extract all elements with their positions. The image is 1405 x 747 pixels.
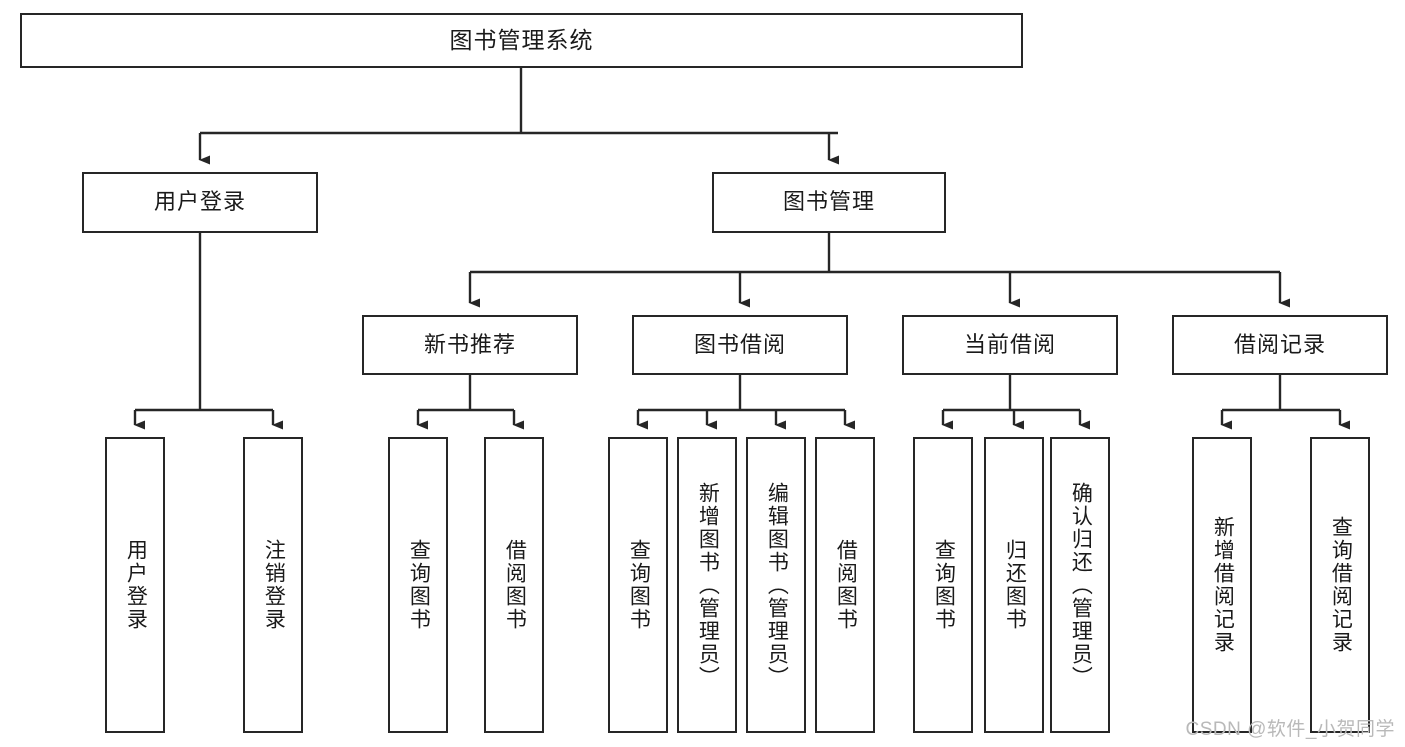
watermark-text: CSDN @软件_小贺同学: [1185, 719, 1395, 740]
leaf-node-edit-book-admin[interactable]: 编辑图书（管理员）: [746, 437, 806, 733]
node-borrowing-records[interactable]: 借阅记录: [1172, 315, 1388, 375]
node-label: 用户登录: [153, 189, 246, 215]
node-label: 借阅图书: [503, 539, 527, 631]
node-label: 新增图书（管理员）: [696, 481, 720, 689]
node-label: 注销登录: [262, 539, 286, 631]
node-label: 图书借阅: [693, 331, 786, 357]
leaf-node-borrow-book-borrowing[interactable]: 借阅图书: [815, 437, 875, 733]
node-label: 查询借阅记录: [1329, 516, 1353, 654]
node-label: 归还图书: [1003, 539, 1027, 631]
node-current-borrowing[interactable]: 当前借阅: [902, 315, 1118, 375]
node-new-book-recommendation[interactable]: 新书推荐: [362, 315, 578, 375]
node-label: 新书推荐: [423, 331, 516, 357]
leaf-node-return-book[interactable]: 归还图书: [984, 437, 1044, 733]
node-label: 查询图书: [932, 539, 956, 631]
node-label: 查询图书: [627, 539, 651, 631]
leaf-node-query-borrow-record[interactable]: 查询借阅记录: [1310, 437, 1370, 733]
node-label: 用户登录: [124, 539, 148, 631]
node-book-borrowing[interactable]: 图书借阅: [632, 315, 848, 375]
node-label: 当前借阅: [963, 331, 1056, 357]
leaf-node-query-book-newbook[interactable]: 查询图书: [388, 437, 448, 733]
leaf-node-query-book-borrowing[interactable]: 查询图书: [608, 437, 668, 733]
node-label: 借阅图书: [834, 539, 858, 631]
node-label: 确认归还（管理员）: [1069, 481, 1093, 689]
node-root-book-management-system[interactable]: 图书管理系统: [20, 13, 1023, 68]
node-label: 编辑图书（管理员）: [765, 481, 789, 689]
leaf-node-user-login[interactable]: 用户登录: [105, 437, 165, 733]
leaf-node-borrow-book-newbook[interactable]: 借阅图书: [484, 437, 544, 733]
node-label: 查询图书: [407, 539, 431, 631]
node-user-login[interactable]: 用户登录: [82, 172, 318, 233]
leaf-node-confirm-return-admin[interactable]: 确认归还（管理员）: [1050, 437, 1110, 733]
node-book-management[interactable]: 图书管理: [712, 172, 946, 233]
leaf-node-add-book-admin[interactable]: 新增图书（管理员）: [677, 437, 737, 733]
node-label: 新增借阅记录: [1211, 516, 1235, 654]
leaf-node-logout[interactable]: 注销登录: [243, 437, 303, 733]
leaf-node-query-book-current[interactable]: 查询图书: [913, 437, 973, 733]
node-label: 图书管理: [782, 189, 875, 215]
leaf-node-add-borrow-record[interactable]: 新增借阅记录: [1192, 437, 1252, 733]
node-label: 图书管理系统: [449, 26, 594, 53]
node-label: 借阅记录: [1233, 331, 1326, 357]
